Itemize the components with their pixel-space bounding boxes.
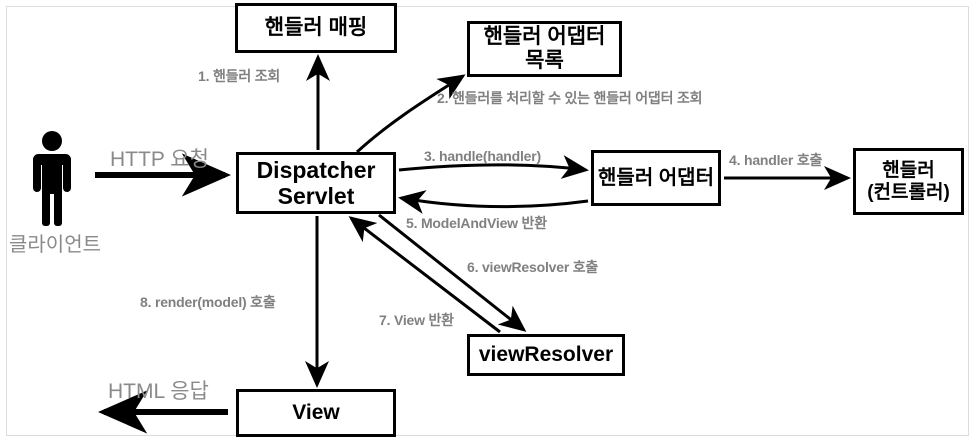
node-adapter-list[interactable]: 핸들러 어댑터 목록 — [467, 21, 622, 77]
node-view-resolver[interactable]: viewResolver — [467, 334, 625, 376]
node-handler-controller-label: 핸들러 (컨트롤러) — [867, 159, 950, 203]
edge-label-6: 6. viewResolver 호출 — [467, 259, 599, 275]
node-view-resolver-label: viewResolver — [478, 342, 614, 366]
node-view[interactable]: View — [236, 389, 396, 437]
node-handler-adapter[interactable]: 핸들러 어댑터 — [591, 150, 721, 206]
edge-label-8: 8. render(model) 호출 — [140, 294, 276, 310]
edge-label-7: 7. View 반환 — [379, 312, 454, 328]
node-dispatcher-servlet[interactable]: Dispatcher Servlet — [236, 152, 396, 214]
http-response-label: HTML 응답 — [108, 380, 209, 403]
person-icon — [28, 130, 76, 226]
node-dispatcher-servlet-label: Dispatcher Servlet — [256, 156, 376, 209]
edge-label-2: 2. 핸들러를 처리할 수 있는 핸들러 어댑터 조회 — [437, 90, 703, 106]
node-handler-mapping-label: 핸들러 매핑 — [264, 15, 368, 39]
node-adapter-list-label: 핸들러 어댑터 목록 — [483, 24, 606, 72]
node-view-label: View — [292, 400, 340, 424]
node-handler-mapping[interactable]: 핸들러 매핑 — [235, 3, 397, 53]
edge-label-3: 3. handle(handler) — [424, 148, 541, 164]
actor-label: 클라이언트 — [9, 234, 101, 256]
edge-label-4: 4. handler 호출 — [729, 152, 823, 168]
node-handler-adapter-label: 핸들러 어댑터 — [598, 166, 714, 189]
http-request-label: HTTP 요청 — [110, 148, 209, 171]
node-handler-controller[interactable]: 핸들러 (컨트롤러) — [853, 148, 964, 215]
edge-label-1: 1. 핸들러 조회 — [198, 68, 281, 84]
edge-label-5: 5. ModelAndView 반환 — [406, 215, 547, 231]
